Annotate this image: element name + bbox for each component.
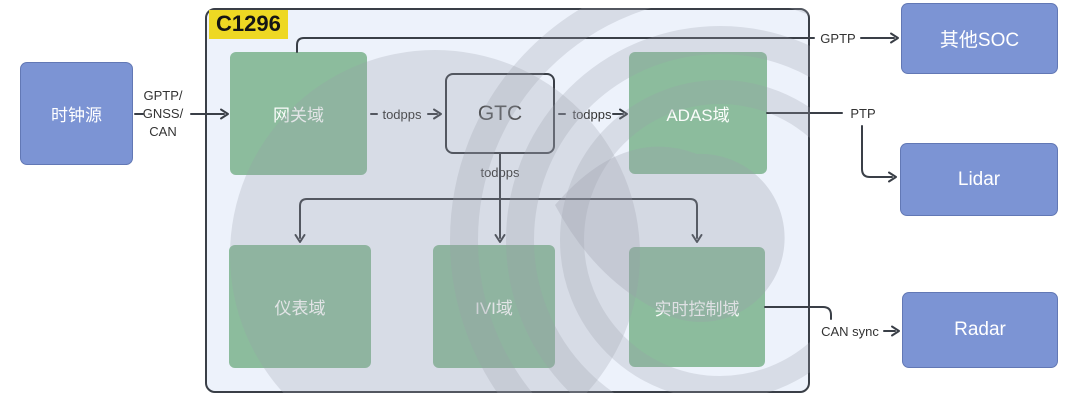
edge-label-gateway-to-gtc: todpps — [382, 107, 422, 122]
node-gateway-domain: 网关域 — [230, 52, 367, 175]
chip-label: C1296 — [209, 10, 288, 40]
node-instrument-domain: 仪表域 — [229, 245, 371, 368]
node-realtime-control-domain-label: 实时控制域 — [654, 299, 740, 319]
node-other-soc-label: 其他SOC — [939, 30, 1020, 51]
node-gtc: GTC — [445, 73, 555, 154]
edge-label-gtc-down: todpps — [480, 165, 520, 180]
node-instrument-domain-label: 仪表域 — [274, 299, 326, 318]
node-radar-label: Radar — [954, 319, 1006, 340]
node-clock-source-label: 时钟源 — [51, 106, 102, 125]
node-radar: Radar — [902, 292, 1058, 368]
input-protocol-gnss: GNSS/ — [142, 106, 184, 121]
edge-label-input-protocols: GPTP/ GNSS/ CAN — [131, 87, 195, 141]
edge-label-can-sync: CAN sync — [821, 324, 879, 339]
node-ivi-domain-label: IVI域 — [475, 299, 513, 318]
node-adas-domain-label: ADAS域 — [666, 105, 730, 125]
node-other-soc: 其他SOC — [901, 3, 1058, 74]
node-gtc-label: GTC — [477, 101, 523, 125]
edge-label-ptp: PTP — [850, 106, 876, 121]
node-realtime-control-domain: 实时控制域 — [629, 247, 765, 367]
node-gateway-domain-label: 网关域 — [273, 106, 324, 125]
edge-label-gptp: GPTP — [820, 31, 856, 46]
node-clock-source: 时钟源 — [20, 62, 133, 165]
node-lidar: Lidar — [900, 143, 1058, 216]
input-protocol-gptp: GPTP/ — [143, 88, 183, 103]
edge-label-gtc-to-adas: todpps — [572, 107, 612, 122]
input-protocol-can: CAN — [149, 124, 177, 139]
node-lidar-label: Lidar — [957, 168, 1001, 190]
node-ivi-domain: IVI域 — [433, 245, 555, 368]
node-adas-domain: ADAS域 — [629, 52, 767, 174]
